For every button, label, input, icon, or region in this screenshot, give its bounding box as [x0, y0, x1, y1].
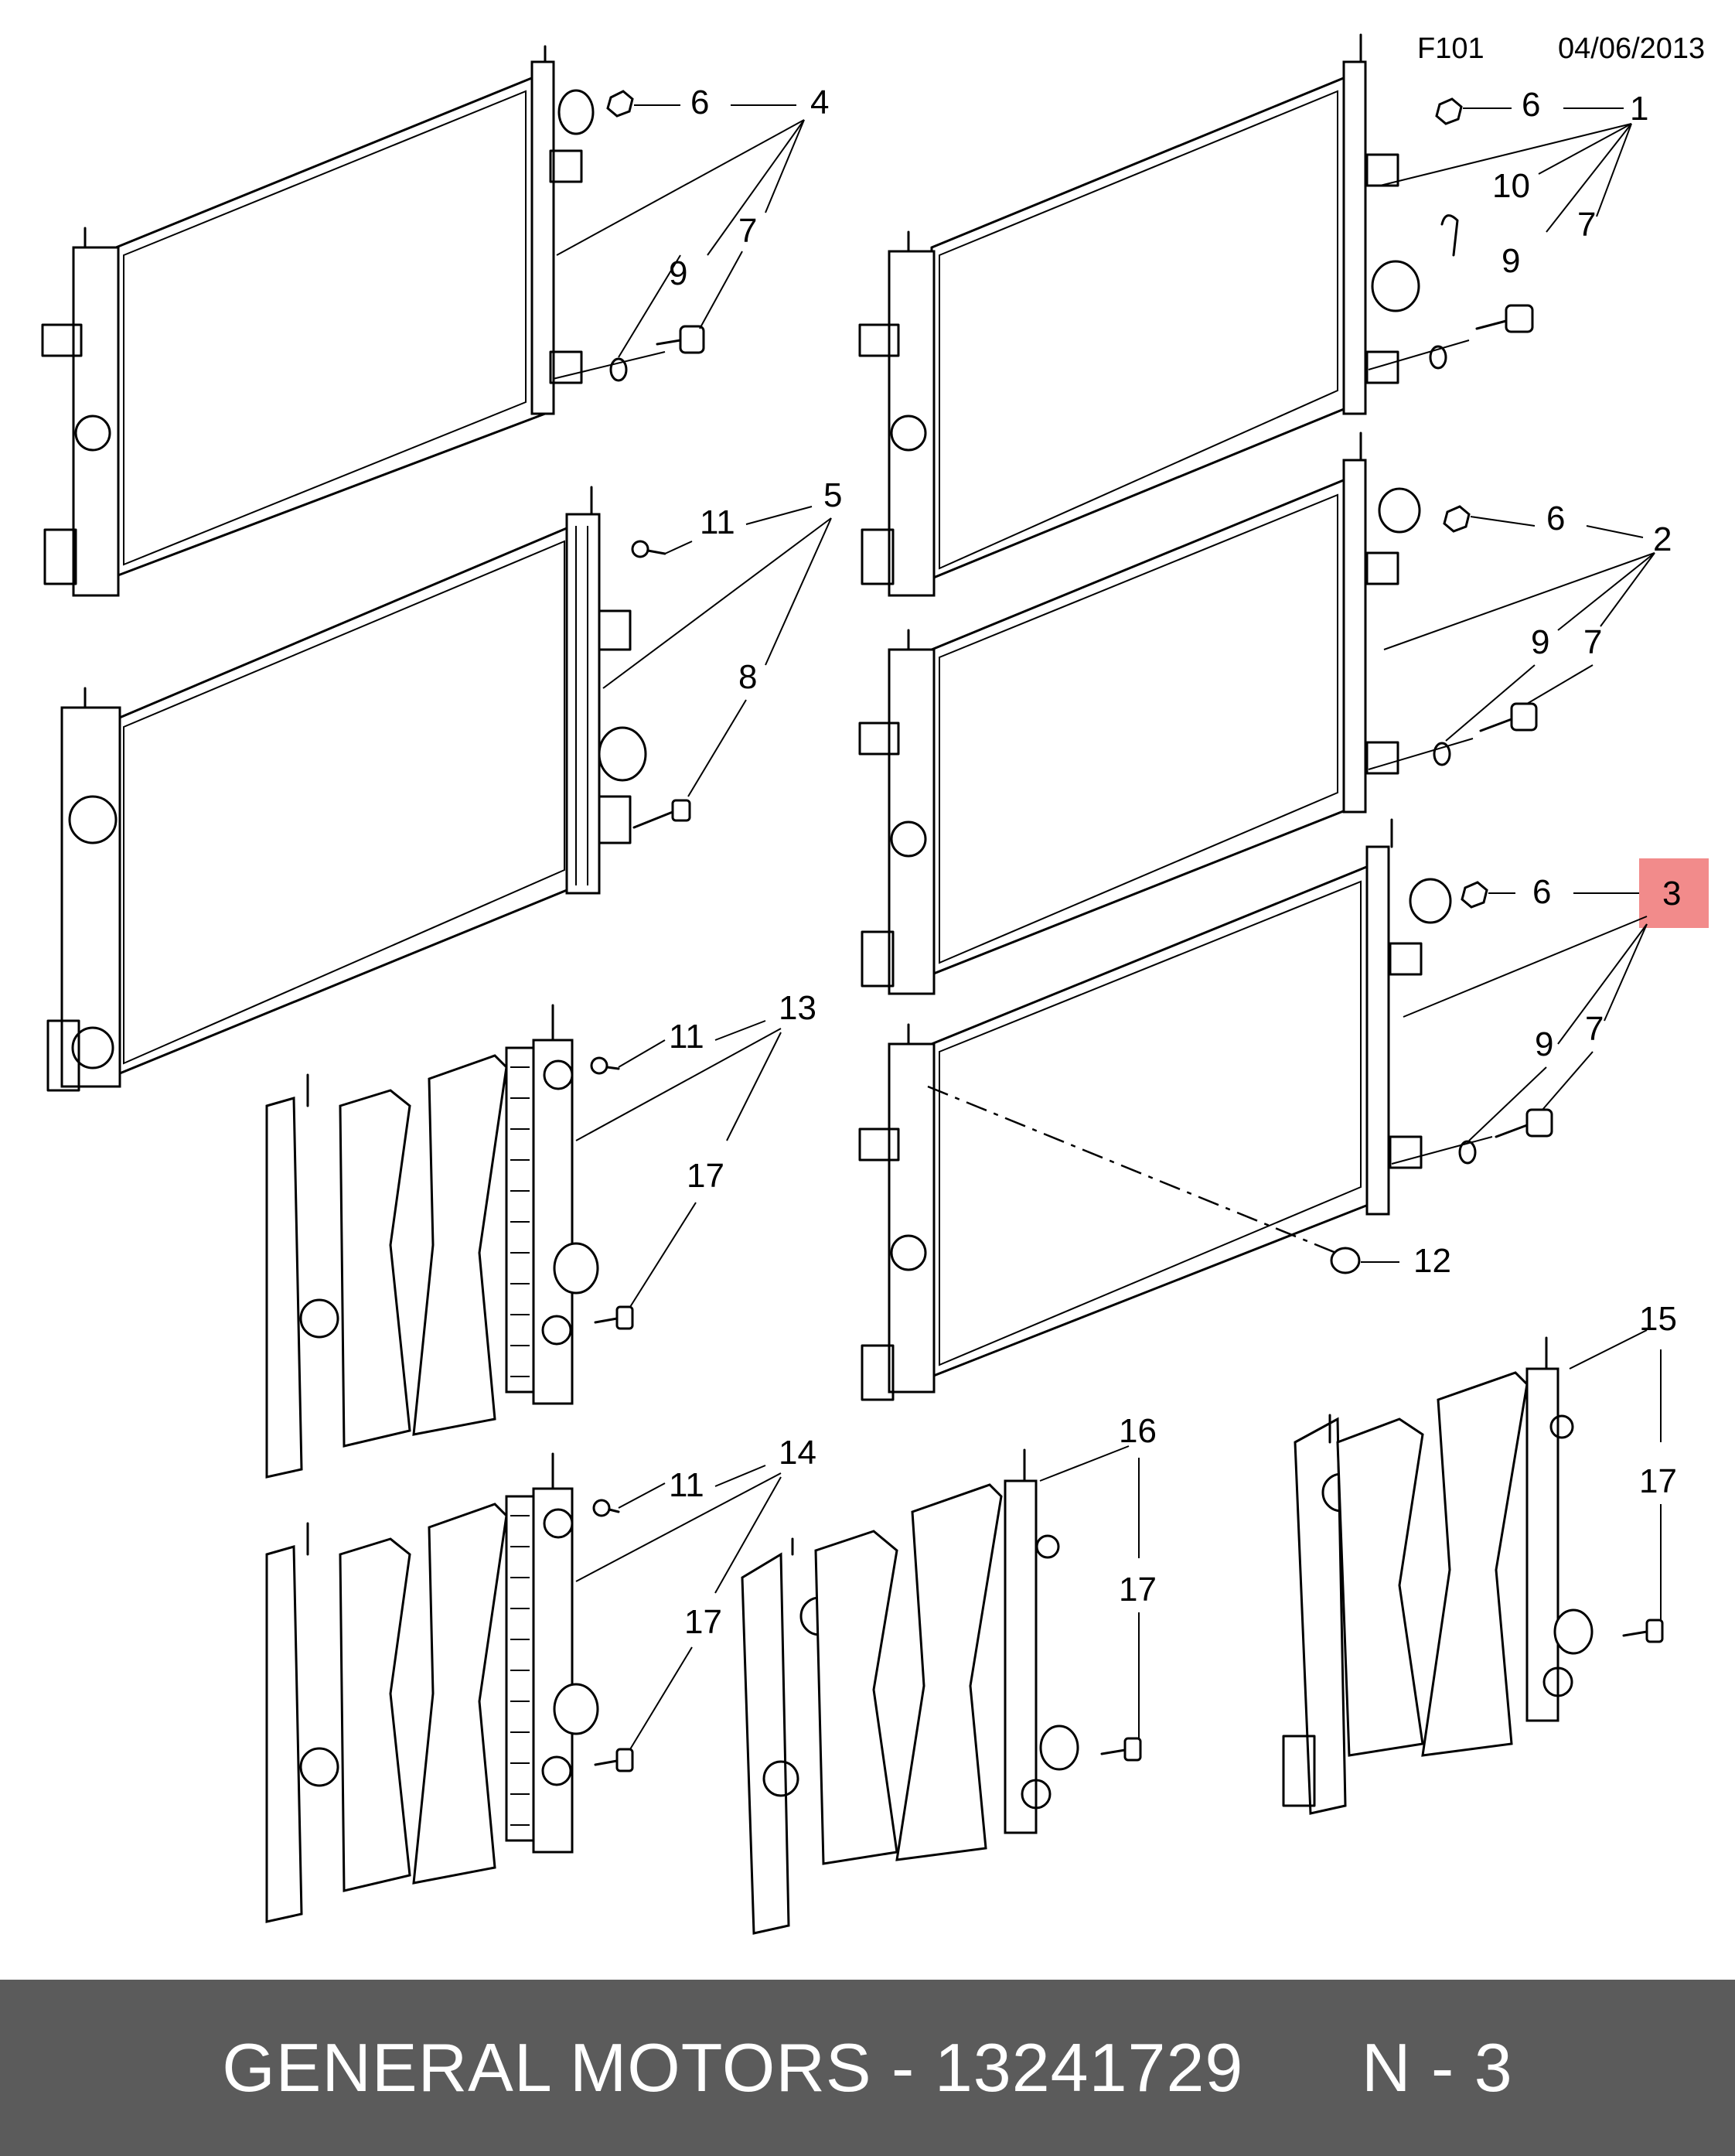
plug-17c[interactable] [1100, 1737, 1142, 1762]
callout-9d: 9 [1535, 1025, 1553, 1063]
radiator-module-16[interactable] [741, 1448, 1079, 1935]
callout-17a: 17 [687, 1157, 724, 1195]
part-number: 13241729 [934, 2029, 1244, 2106]
exploded-parts-diagram: F101 04/06/2013 6 4 7 9 [41, 32, 1709, 1935]
callout-15: 15 [1639, 1300, 1677, 1338]
drain-plug-7a[interactable] [656, 325, 705, 354]
diagram-date: 04/06/2013 [1558, 32, 1705, 65]
callout-14: 14 [779, 1434, 816, 1472]
fastener-6d[interactable] [1461, 881, 1515, 909]
plug-17b[interactable] [594, 1748, 634, 1772]
fastener-6c[interactable] [1443, 505, 1536, 533]
radiator-4[interactable] [41, 45, 595, 597]
callout-9b: 9 [1502, 242, 1520, 280]
position-label: N - 3 [1362, 2029, 1513, 2106]
callout-7b: 7 [1577, 206, 1596, 244]
callout-11b: 11 [669, 1018, 704, 1056]
plug-12[interactable] [1330, 1247, 1399, 1274]
fastener-6a[interactable] [606, 90, 680, 118]
plug-17d[interactable] [1622, 1619, 1664, 1643]
radiator-module-15[interactable] [1282, 1336, 1594, 1815]
callout-6d: 6 [1532, 873, 1551, 911]
callout-12: 12 [1413, 1242, 1451, 1280]
callout-11a: 11 [700, 503, 735, 541]
seal-ring-9d[interactable] [1458, 1140, 1477, 1165]
callout-11c: 11 [669, 1466, 704, 1504]
brand-name: GENERAL MOTORS [222, 2029, 872, 2106]
sensor-8[interactable] [632, 799, 691, 829]
drain-plug-7d[interactable] [1495, 1108, 1553, 1138]
callout-17b: 17 [684, 1603, 722, 1641]
part-info-text: GENERAL MOTORS - 13241729 N - 3 [222, 2028, 1513, 2107]
radiator-module-13[interactable] [265, 1004, 599, 1479]
clip-10[interactable] [1440, 214, 1459, 257]
diagram-code: F101 [1417, 32, 1484, 65]
fastener-6b[interactable] [1435, 97, 1512, 125]
seal-ring-9b[interactable] [1429, 345, 1447, 370]
callout-6a: 6 [690, 84, 709, 121]
bolt-11b[interactable] [590, 1039, 666, 1075]
drain-plug-7c[interactable] [1479, 702, 1538, 732]
callout-1: 1 [1630, 90, 1648, 128]
callout-17d: 17 [1639, 1462, 1677, 1500]
radiator-module-14[interactable] [265, 1452, 599, 1923]
callout-7c: 7 [1583, 623, 1602, 661]
callout-8: 8 [738, 658, 757, 696]
radiator-3[interactable] [858, 818, 1452, 1401]
separator: - [871, 2029, 935, 2106]
callout-7d: 7 [1585, 1010, 1604, 1048]
callout-5: 5 [823, 476, 842, 514]
callout-16: 16 [1119, 1412, 1157, 1450]
callout-2: 2 [1653, 520, 1672, 558]
part-info-footer: GENERAL MOTORS - 13241729 N - 3 [0, 1980, 1735, 2156]
callout-7a: 7 [738, 212, 757, 250]
callout-4: 4 [810, 84, 829, 121]
callout-13: 13 [779, 989, 816, 1027]
radiator-2[interactable] [858, 432, 1421, 995]
bolt-11a[interactable] [631, 540, 693, 558]
callout-10: 10 [1492, 167, 1530, 205]
callout-9c: 9 [1531, 623, 1549, 661]
radiator-1[interactable] [858, 33, 1420, 597]
callout-6b: 6 [1522, 86, 1540, 124]
callout-17c: 17 [1119, 1571, 1157, 1608]
radiator-5[interactable] [46, 486, 647, 1092]
highlight-box [1639, 858, 1709, 928]
callout-3: 3 [1662, 875, 1681, 913]
callout-6c: 6 [1546, 500, 1565, 537]
drain-plug-7b[interactable] [1475, 304, 1534, 333]
callout-9a: 9 [669, 254, 687, 292]
bolt-11c[interactable] [592, 1482, 666, 1517]
plug-17a[interactable] [594, 1305, 634, 1330]
